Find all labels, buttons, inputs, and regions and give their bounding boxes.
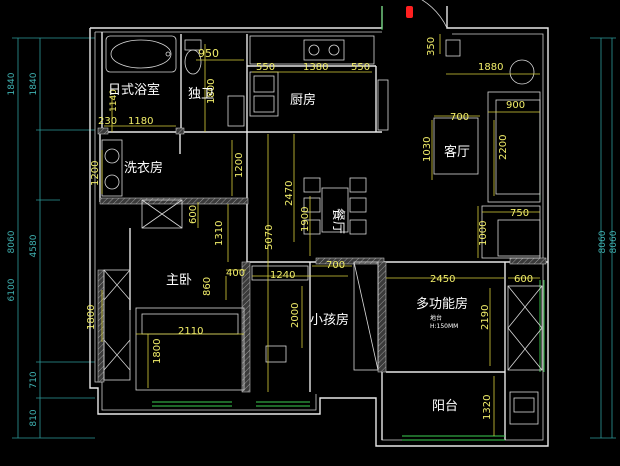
dim-2200: 2200 (498, 135, 509, 160)
left-dim-810: 810 (29, 409, 39, 426)
room-kids: 小孩房 (310, 312, 349, 328)
dim-2450: 2450 (430, 274, 455, 285)
dim-1240: 1240 (270, 270, 295, 281)
room-multi: 多功能房 (416, 296, 468, 312)
room-living: 客厅 (444, 144, 470, 160)
furniture (101, 35, 543, 425)
dim-5070: 5070 (264, 225, 275, 250)
dim-900: 900 (506, 100, 525, 111)
right-dim-8060a: 8060 (598, 230, 608, 253)
dim-1800-master: 1800 (86, 305, 97, 330)
left-dim-4580: 4580 (29, 234, 39, 257)
room-kitchen: 厨房 (290, 92, 316, 108)
dim-2110: 2110 (178, 326, 203, 337)
room-wc: 独卫 (188, 87, 214, 102)
dim-1900: 1900 (300, 207, 311, 232)
dim-600a: 600 (188, 205, 199, 224)
room-master-bedroom: 主卧 (166, 273, 192, 288)
dim-1000: 1000 (478, 221, 489, 246)
left-dim-1840a: 1840 (7, 72, 17, 95)
platform-label: 地台 (430, 314, 442, 322)
hatched-walls (97, 127, 547, 393)
dim-230: 230 (98, 116, 117, 127)
dim-1310: 1310 (214, 221, 225, 246)
dim-750: 750 (510, 208, 529, 219)
dim-950: 950 (198, 47, 219, 60)
room-balcony: 阳台 (432, 399, 458, 414)
entry-door (381, 0, 448, 30)
left-dim-6100: 6100 (7, 278, 17, 301)
dim-1200b: 1200 (234, 153, 245, 178)
dim-1140: 1140 (109, 89, 119, 112)
room-japanese-bath: 日式浴室 (108, 82, 160, 98)
dim-1200a: 1200 (90, 161, 101, 186)
room-laundry: 洗衣房 (124, 160, 163, 176)
left-dim-710: 710 (29, 371, 39, 388)
dim-550a: 550 (256, 62, 275, 73)
dim-350: 350 (426, 37, 437, 56)
left-dimension-chains: 8060 1840 1840 4580 6100 710 810 (7, 37, 95, 439)
dim-860: 860 (202, 277, 213, 296)
dimension-labels: 950 1140 1800 550 1380 550 350 1880 230 … (86, 37, 533, 420)
right-dimension-chains: 8060 8060 (590, 37, 619, 439)
dim-400: 400 (226, 268, 245, 279)
dim-1880: 1880 (478, 62, 503, 73)
dim-2190: 2190 (480, 305, 491, 330)
dim-1320: 1320 (482, 395, 493, 420)
dim-600b: 600 (514, 274, 533, 285)
dim-2000: 2000 (290, 303, 301, 328)
dim-1380: 1380 (303, 62, 328, 73)
dim-700a: 700 (450, 112, 469, 123)
left-dim-outer: 8060 (7, 230, 17, 253)
dim-700b: 700 (326, 260, 345, 271)
platform-height: H:150MM (430, 323, 458, 330)
dimension-lines (101, 34, 540, 436)
dim-550b: 550 (351, 62, 370, 73)
right-dim-8060b: 8060 (609, 230, 619, 253)
room-dining: 餐厅 (330, 208, 346, 234)
dim-1030: 1030 (422, 137, 433, 162)
dim-1800-wc: 1800 (206, 79, 217, 104)
room-labels: 日式浴室 独卫 厨房 洗衣房 客厅 餐厅 主卧 小孩房 多功能房 地台 H:15… (108, 82, 470, 414)
dim-1800-bed: 1800 (152, 339, 163, 364)
dim-2470: 2470 (284, 181, 295, 206)
dim-1180: 1180 (128, 116, 153, 127)
left-dim-1840b: 1840 (29, 72, 39, 95)
